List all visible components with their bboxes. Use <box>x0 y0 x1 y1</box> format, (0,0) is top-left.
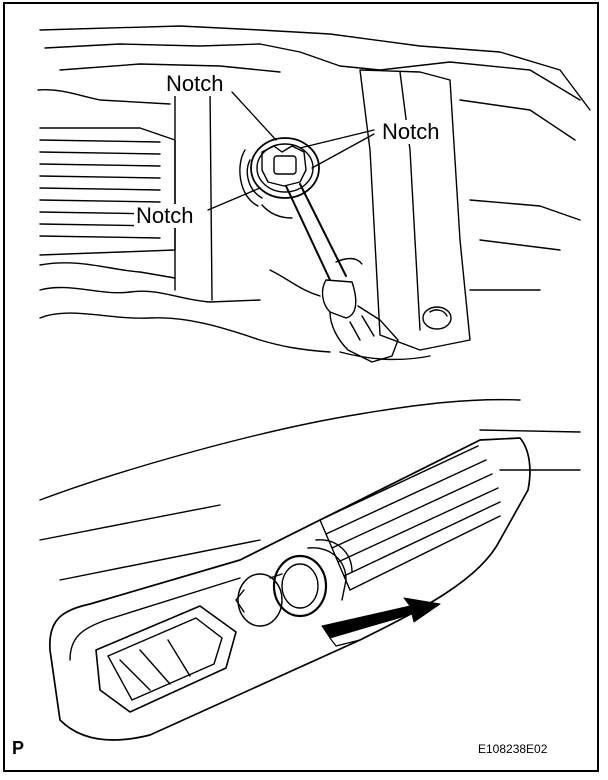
illustration-frame <box>3 2 599 772</box>
notch-leader-lines <box>207 91 375 211</box>
bulb-removal-view <box>39 398 581 741</box>
notch-label-left: Notch <box>134 203 196 228</box>
notch-label-top: Notch <box>164 71 226 96</box>
leader-left <box>207 187 261 211</box>
leader-right-2 <box>311 133 375 169</box>
engine-compartment-view <box>37 25 591 363</box>
section-mark: P <box>12 738 25 758</box>
figure-id: E108238E02 <box>478 742 548 756</box>
notch-label-right: Notch <box>380 119 442 144</box>
leader-top <box>231 91 277 141</box>
leader-right-1 <box>299 129 375 149</box>
